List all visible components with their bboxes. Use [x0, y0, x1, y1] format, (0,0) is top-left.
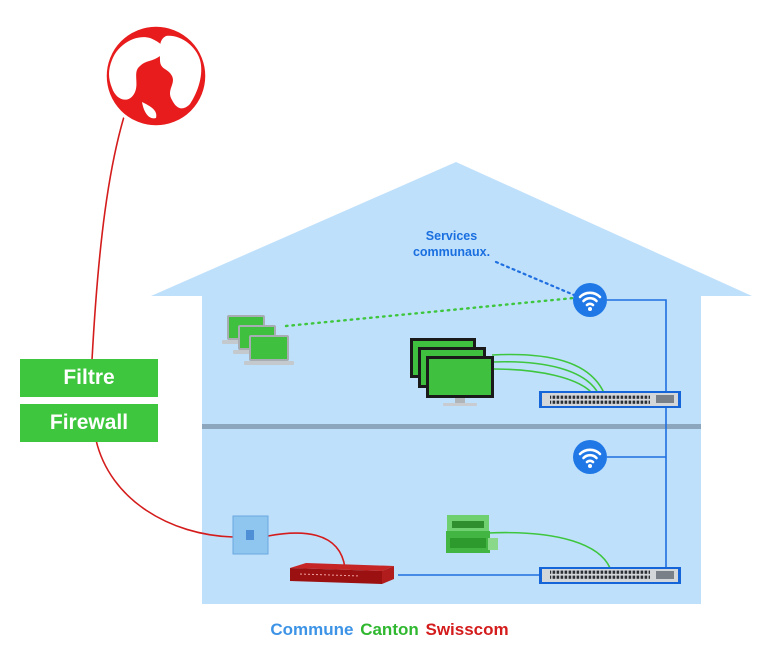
- printer-cable: [487, 531, 611, 569]
- legend: Commune Canton Swisscom: [0, 620, 779, 640]
- monitor-cable-3: [491, 368, 593, 394]
- globe-icon: [103, 23, 209, 129]
- monitor-icon: [426, 356, 494, 406]
- monitors: [410, 338, 494, 406]
- network-switch-icon: [539, 567, 681, 584]
- monitor-cable-1: [491, 353, 605, 394]
- network-switch-icon: [539, 391, 681, 408]
- floor-divider: [202, 424, 701, 429]
- printer-icon: [446, 515, 498, 553]
- legend-canton: Canton: [360, 620, 419, 639]
- firewall-label: Firewall: [20, 404, 158, 442]
- legend-commune: Commune: [270, 620, 354, 639]
- internet-line-upper: [91, 97, 131, 361]
- laptops: [222, 315, 294, 365]
- laptop-icon: [244, 335, 294, 365]
- services-dotted-line: [494, 260, 576, 297]
- legend-swisscom: Swisscom: [425, 620, 509, 639]
- socket-router-line: [267, 532, 346, 569]
- services-communaux-label: Services communaux.: [412, 229, 491, 259]
- filtre-label: Filtre: [20, 359, 158, 397]
- wifi-icon: [573, 283, 607, 317]
- wall-socket-icon: [232, 515, 269, 555]
- internet-line-lower: [95, 439, 234, 538]
- laptops-wifi-dotted-line: [284, 296, 576, 328]
- wifi-icon: [573, 440, 607, 474]
- router-icon: [290, 563, 394, 584]
- monitor-cable-2: [491, 360, 599, 394]
